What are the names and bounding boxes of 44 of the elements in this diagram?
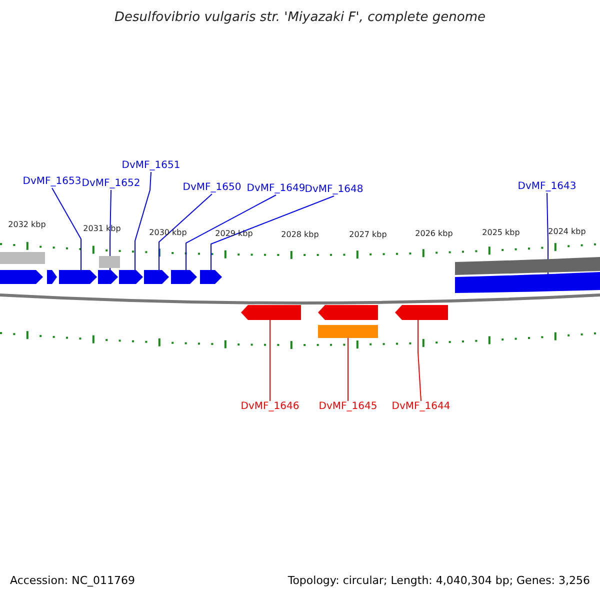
gene-label: DvMF_1643 — [518, 181, 576, 193]
gene-bar — [0, 252, 45, 264]
gene-feature — [318, 305, 378, 320]
gene-label: DvMF_1645 — [318, 401, 378, 413]
gene-label: DvMF_1651 — [122, 160, 180, 172]
scale-label: 2025 kbp — [482, 227, 520, 239]
scale-label: 2029 kbp — [215, 228, 253, 240]
footer-text: Accession: NC_011769 — [10, 575, 136, 587]
leader-line — [186, 194, 276, 270]
diagram-title: Desulfovibrio vulgaris str. 'Miyazaki F', complete genome — [114, 12, 486, 24]
leader-line — [158, 194, 212, 270]
gene-feature — [200, 270, 222, 284]
leader-line — [110, 190, 112, 270]
scale-label: 2028 kbp — [281, 229, 319, 241]
gene-bar — [318, 325, 378, 338]
footer-text: Topology: circular; Length: 4,040,304 bp; Genes: 3,256 — [288, 575, 590, 587]
scale-label: 2026 kbp — [415, 228, 453, 240]
gene-label: DvMF_1649 — [246, 183, 306, 195]
leader-line — [134, 172, 152, 270]
gene-feature — [59, 270, 97, 284]
scale-label: 2032 kbp — [8, 219, 46, 231]
gene-feature — [98, 270, 118, 284]
gene-label: DvMF_1646 — [240, 401, 300, 413]
gene-bar — [455, 257, 600, 275]
gene-bar — [455, 272, 600, 293]
gene-label: DvMF_1652 — [82, 178, 140, 190]
gene-label: DvMF_1650 — [182, 182, 242, 194]
gene-feature — [119, 270, 143, 284]
gene-label: DvMF_1648 — [304, 184, 364, 196]
gene-feature — [144, 270, 169, 284]
gene-label: DvMF_1653 — [22, 176, 82, 188]
scale-label: 2024 kbp — [548, 226, 586, 238]
gene-feature — [0, 270, 43, 284]
gene-feature — [171, 270, 197, 284]
scale-label: 2030 kbp — [149, 227, 187, 239]
leader-line — [418, 320, 422, 402]
leader-line — [52, 188, 82, 270]
leader-line — [210, 196, 334, 270]
gene-feature — [395, 305, 448, 320]
scale-label: 2027 kbp — [349, 229, 387, 241]
gene-feature — [47, 270, 57, 284]
gene-label: DvMF_1644 — [392, 401, 450, 413]
gene-feature — [241, 305, 301, 320]
gene-bar — [99, 256, 120, 268]
